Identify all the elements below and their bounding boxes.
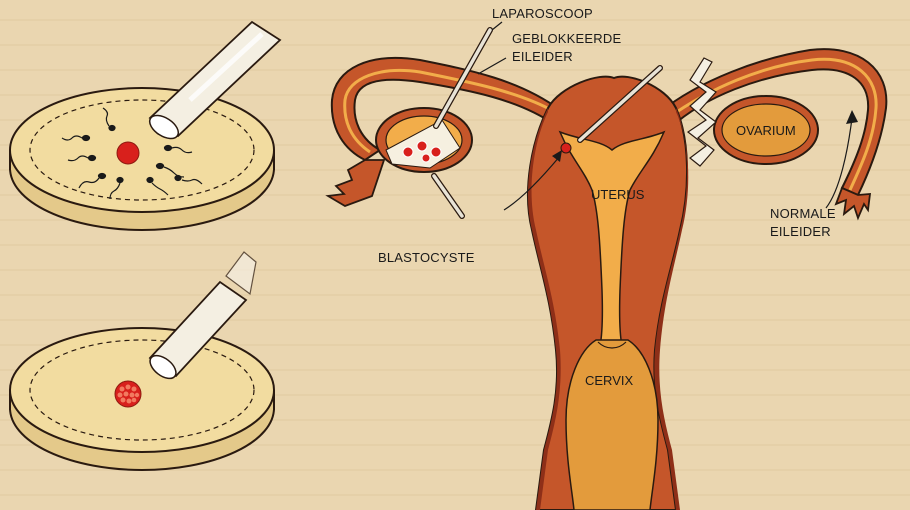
- morula-icon: [115, 381, 141, 407]
- label-ovary: OVARIUM: [736, 123, 796, 138]
- label-normal-tube-2: EILEIDER: [770, 224, 831, 239]
- label-cervix: CERVIX: [585, 373, 633, 388]
- petri-dish-icon: [10, 88, 274, 230]
- egg-icon: [117, 142, 139, 164]
- arrow-head: [846, 110, 858, 124]
- petri-dish-icon: [10, 328, 274, 470]
- label-laparoscope: LAPAROSCOOP: [492, 6, 593, 21]
- label-blocked-tube-1: GEBLOKKEERDE: [512, 31, 621, 46]
- label-blocked-tube-2: EILEIDER: [512, 49, 573, 64]
- label-blastocyst: BLASTOCYSTE: [378, 250, 475, 265]
- label-normal-tube-1: NORMALE: [770, 206, 836, 221]
- cervix-region: [566, 340, 658, 510]
- blastocyst-icon: [561, 143, 571, 153]
- label-uterus: UTERUS: [591, 187, 645, 202]
